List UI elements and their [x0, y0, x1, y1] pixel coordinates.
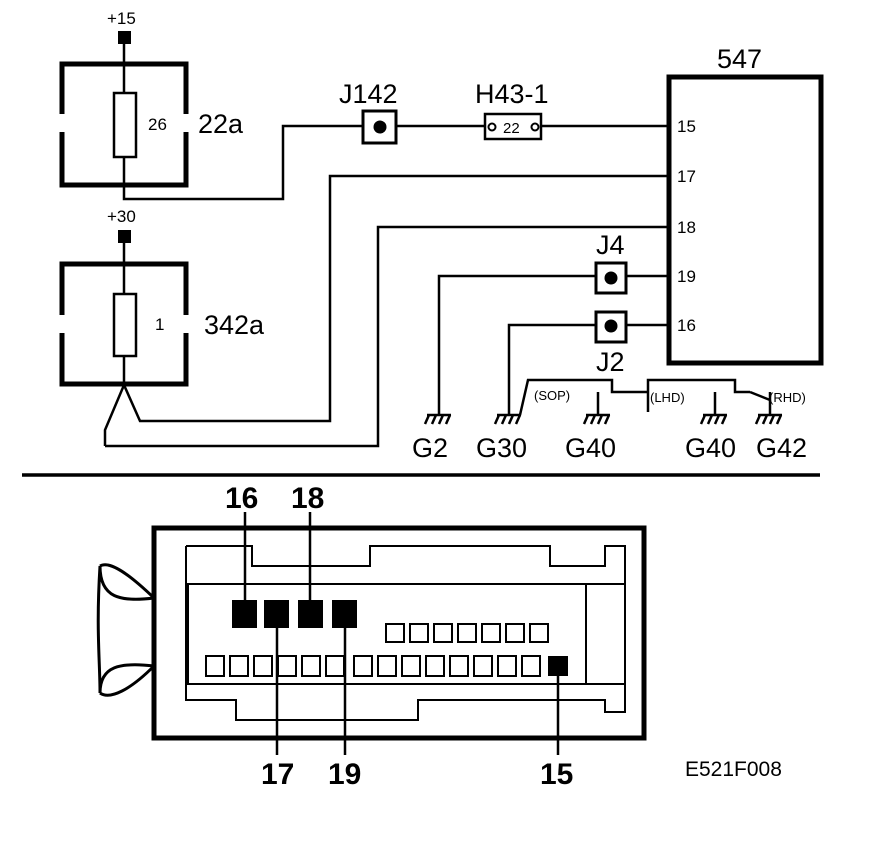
- ground-symbol-g42: [754, 413, 783, 425]
- ground-symbol-g30: [493, 413, 522, 425]
- connector-label-j142: J142: [339, 79, 398, 109]
- connector-face-pin-19: 19: [328, 758, 361, 791]
- ground-label-g2: G2: [412, 433, 448, 463]
- supply-terminal-plus30: [118, 230, 131, 243]
- connector-pin-16-cell: [232, 600, 257, 628]
- ground-symbol-g40-lhd: [699, 413, 728, 425]
- module-pin-17: 17: [677, 167, 696, 186]
- connector-pin-h43-22: 22: [503, 120, 520, 137]
- figure-id: E521F008: [685, 758, 782, 781]
- ground-label-g42: G42: [756, 433, 807, 463]
- connector-face-pin-15: 15: [540, 758, 573, 791]
- connector-j142: [361, 109, 398, 145]
- ground-label-g40-lhd: G40: [685, 433, 736, 463]
- connector-pin-18-cell: [298, 600, 323, 628]
- connector-label-h43-1: H43-1: [475, 79, 549, 109]
- variant-label-lhd: (LHD): [650, 390, 685, 405]
- module-pin-15: 15: [677, 117, 696, 136]
- connector-face-pin-17: 17: [261, 758, 294, 791]
- ground-label-g40-sop: G40: [565, 433, 616, 463]
- connector-j2: [594, 310, 628, 344]
- connector-h43-1: [483, 112, 543, 141]
- ground-symbol-g2: [423, 413, 452, 425]
- module-label-547: 547: [717, 44, 762, 74]
- fuse-label-22a: 22a: [198, 109, 244, 139]
- connector-face-pin-16: 16: [225, 482, 258, 515]
- connector-label-j2: J2: [596, 347, 625, 377]
- ground-symbol-g40-sop: [582, 413, 611, 425]
- fuse-label-342a: 342a: [204, 310, 265, 340]
- supply-label-plus30: +30: [107, 207, 136, 226]
- fuse-number-26: 26: [148, 115, 167, 134]
- module-pin-18: 18: [677, 218, 696, 237]
- connector-pin-19-cell: [332, 600, 357, 628]
- module-pin-19: 19: [677, 267, 696, 286]
- variant-label-rhd: (RHD): [769, 390, 806, 405]
- connector-face-pin-18: 18: [291, 482, 324, 515]
- module-547: [666, 74, 824, 366]
- fuse-number-1: 1: [155, 315, 164, 334]
- supply-terminal-plus15: [118, 31, 131, 44]
- module-pin-16: 16: [677, 316, 696, 335]
- supply-label-plus15: +15: [107, 9, 136, 28]
- connector-j4: [594, 261, 628, 295]
- connector-label-j4: J4: [596, 230, 625, 260]
- variant-label-sop: (SOP): [534, 388, 570, 403]
- connector-face: [96, 512, 647, 755]
- connector-pin-15-cell: [548, 656, 568, 676]
- connector-pin-17-cell: [264, 600, 289, 628]
- ground-label-g30: G30: [476, 433, 527, 463]
